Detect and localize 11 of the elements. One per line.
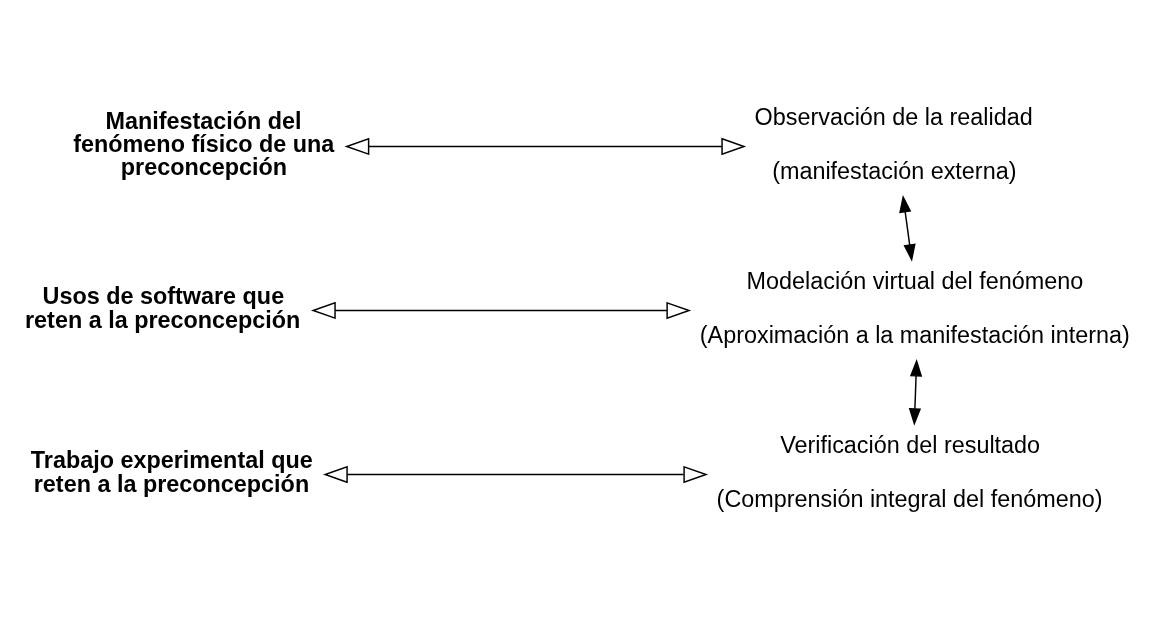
node-text: Modelación virtual del fenómeno (Aproximación a la manifestación interna) xyxy=(699,267,1130,348)
arrow xyxy=(344,137,747,155)
arrow xyxy=(899,194,916,262)
arrow xyxy=(908,358,923,426)
node-text: Observación de la realidad (manifestación externa) xyxy=(754,103,1033,184)
node-text: Usos de software que reten a la preconcepción xyxy=(25,282,301,333)
node-text: Verificación del resultado (Comprensión integral del fenómeno) xyxy=(716,431,1103,512)
arrow xyxy=(322,465,709,483)
arrow xyxy=(310,301,692,319)
node-text: Manifestación del fenómeno físico de una preconcepción xyxy=(73,107,335,180)
node-text: Trabajo experimental que reten a la preconcepción xyxy=(30,446,313,497)
